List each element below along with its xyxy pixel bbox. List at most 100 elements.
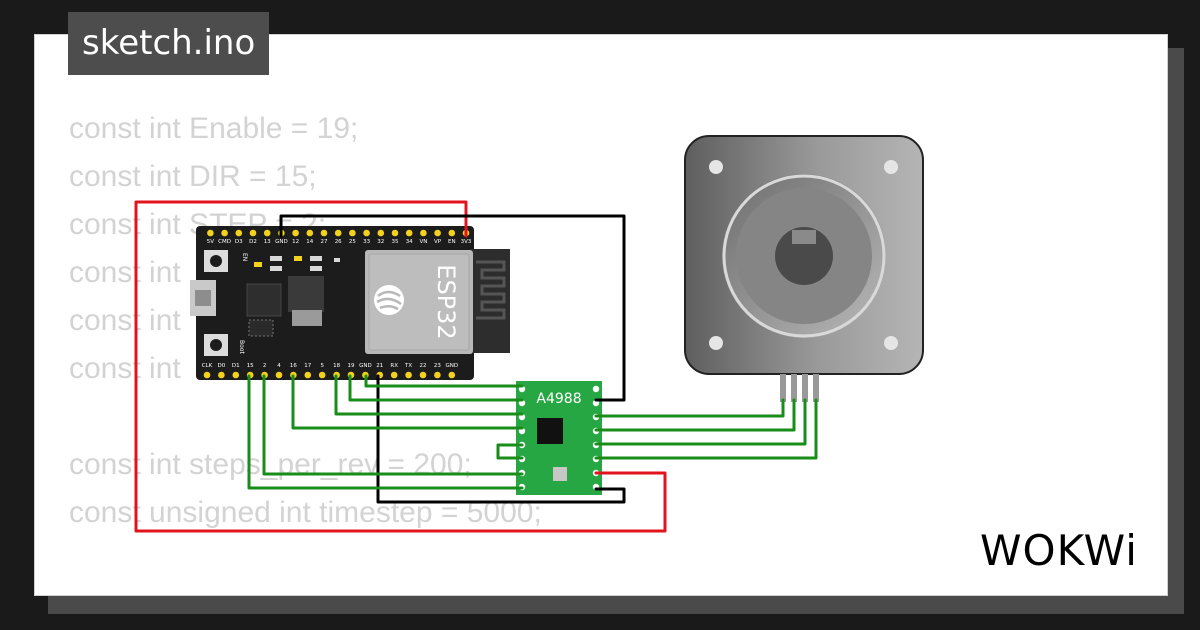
header-pin[interactable] <box>434 371 441 379</box>
header-pin[interactable] <box>390 371 398 379</box>
espressif-logo-icon <box>374 285 404 315</box>
pin-label: 16 <box>290 363 297 369</box>
header-pin[interactable] <box>318 371 326 379</box>
header-pin[interactable] <box>235 229 243 237</box>
header-pin[interactable] <box>420 229 427 237</box>
header-pin[interactable] <box>306 229 314 237</box>
header-pin[interactable] <box>349 229 356 237</box>
pin-label: 35 <box>392 239 399 245</box>
pin-label: VP <box>434 239 442 245</box>
header-pin[interactable] <box>232 371 240 379</box>
pin-label: EN <box>448 239 456 245</box>
pin-label: CMD <box>218 239 231 245</box>
pin-label: 14 <box>306 239 313 245</box>
wire-green[interactable] <box>291 374 524 430</box>
header-pin[interactable] <box>263 229 271 237</box>
pin-label: GND <box>275 239 288 245</box>
header-pin[interactable] <box>218 371 225 379</box>
mount-hole <box>709 160 723 174</box>
trimpot[interactable] <box>553 467 567 481</box>
pin-label: 32 <box>377 239 384 245</box>
pin-label: TX <box>404 363 412 369</box>
esp32-board[interactable]: ESP32 EN Boot 3V3ENVPVN34353233252627141… <box>190 226 510 380</box>
a4988-label: A4988 <box>536 391 581 407</box>
pin-label: 34 <box>406 239 413 245</box>
header-pin[interactable] <box>363 229 370 237</box>
a4988-driver[interactable]: A4988 <box>516 381 602 495</box>
mount-hole <box>709 336 723 350</box>
esp32-chip-label: ESP32 <box>432 264 460 339</box>
header-pin[interactable] <box>377 229 385 237</box>
pin-label: 2 <box>263 363 267 369</box>
file-tab-title[interactable]: sketch.ino <box>68 12 270 75</box>
wire-green-enable[interactable] <box>364 374 524 388</box>
pin-label: 25 <box>349 239 356 245</box>
motor-shaft <box>775 227 833 285</box>
diagram-canvas[interactable]: const int Enable = 19;const int DIR = 15… <box>34 34 1168 596</box>
wire-green-loop[interactable] <box>496 443 524 460</box>
header-pin[interactable] <box>405 371 412 379</box>
header-pin[interactable] <box>419 371 427 379</box>
pin-label: GND <box>445 363 458 369</box>
a4988-chip <box>537 418 563 444</box>
pin-label: RX <box>390 363 398 369</box>
wire-green-step[interactable] <box>262 374 524 476</box>
pin-label: 19 <box>348 363 355 369</box>
usb-uart-chip <box>246 283 282 317</box>
pin-label: 12 <box>292 239 299 245</box>
pin-label: 3V3 <box>461 239 472 245</box>
wokwi-logo: WOKWi <box>978 526 1148 575</box>
mount-hole <box>884 160 898 174</box>
header-pin[interactable] <box>304 371 312 379</box>
pin-label: 21 <box>376 363 383 369</box>
pin-label: D2 <box>249 239 257 245</box>
wire-motor-1[interactable] <box>594 398 785 418</box>
wire-black-gnd[interactable] <box>279 214 626 402</box>
wire-green[interactable] <box>348 374 524 402</box>
header-pin[interactable] <box>434 229 441 237</box>
pin-label: 27 <box>321 239 328 245</box>
header-pin[interactable] <box>207 229 214 237</box>
header-pin[interactable] <box>275 371 283 379</box>
wire-green[interactable] <box>334 374 524 416</box>
header-pin[interactable] <box>448 229 456 237</box>
header-pin[interactable] <box>448 371 456 379</box>
header-pin[interactable] <box>249 229 257 237</box>
driver-pin-right[interactable] <box>592 385 600 393</box>
pin-label: D1 <box>232 363 240 369</box>
pin-label: VN <box>419 239 427 245</box>
wire-black-gnd-2[interactable] <box>376 374 626 504</box>
header-pin[interactable] <box>405 229 413 237</box>
pin-label: 13 <box>264 239 271 245</box>
pin-label: 4 <box>277 363 281 369</box>
boot-button-label: Boot <box>238 340 245 354</box>
wire-red-power[interactable] <box>134 200 667 533</box>
pin-label: 5 <box>320 363 324 369</box>
code-line: const int DIR = 15; <box>69 160 317 193</box>
stepper-motor[interactable] <box>684 135 924 402</box>
pin-label: 26 <box>335 239 342 245</box>
header-pin[interactable] <box>391 229 399 237</box>
wire-motor-4[interactable] <box>594 398 818 460</box>
header-pin[interactable] <box>334 229 342 237</box>
header-pin[interactable] <box>292 229 299 237</box>
pin-label: 33 <box>363 239 370 245</box>
pin-label: D3 <box>235 239 243 245</box>
wokwi-logo-text: WOKWi <box>980 527 1138 575</box>
header-pin[interactable] <box>221 229 228 237</box>
header-pin[interactable] <box>203 371 211 379</box>
pin-label: 15 <box>247 363 254 369</box>
pin-label: 17 <box>304 363 311 369</box>
header-pin[interactable] <box>320 229 328 237</box>
pin-label: 5V <box>207 239 214 245</box>
wire-motor-3[interactable] <box>594 398 807 446</box>
regulator <box>288 276 324 312</box>
pin-label: 18 <box>333 363 340 369</box>
code-line: void setup() { <box>69 585 542 595</box>
wire-motor-2[interactable] <box>594 398 796 432</box>
pin-label: 22 <box>420 363 427 369</box>
motor-leads <box>780 374 819 402</box>
wire-green-dir[interactable] <box>247 374 524 490</box>
code-line: const int <box>69 352 181 385</box>
